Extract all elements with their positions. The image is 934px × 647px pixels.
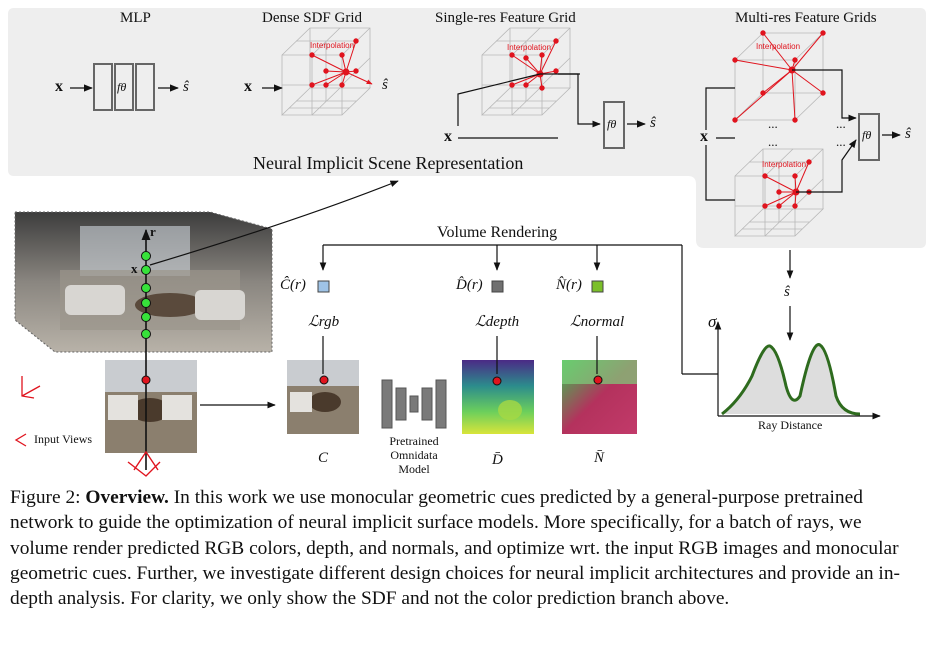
n-bar-label: N̄ xyxy=(594,450,605,466)
multi-input-x: x xyxy=(700,128,708,145)
single-interp-label: Interpolation xyxy=(507,43,552,52)
caption-prefix: Figure 2: xyxy=(10,487,86,508)
multi-ellipsis-4: ... xyxy=(836,134,846,149)
density-s-hat: ŝ xyxy=(784,284,790,300)
multi-res-interp-top xyxy=(732,30,826,123)
omnidata-line-3: Model xyxy=(398,462,430,476)
density-plot xyxy=(714,250,881,420)
omnidata-model xyxy=(381,379,447,429)
single-output-s: ŝ xyxy=(650,115,656,131)
c-label: C xyxy=(318,450,329,466)
multi-output-s: ŝ xyxy=(905,126,911,142)
multi-title: Multi-res Feature Grids xyxy=(735,10,877,26)
dense-sdf-interpolation xyxy=(309,38,373,88)
multi-ellipsis-2: ... xyxy=(836,116,846,131)
dense-title: Dense SDF Grid xyxy=(262,10,362,26)
single-title: Single-res Feature Grid xyxy=(435,10,576,26)
input-views-label: Input Views xyxy=(34,432,93,446)
d-hat-square xyxy=(491,280,504,293)
loss-rgb: ℒrgb xyxy=(308,314,340,330)
c-hat-label: Ĉ(r) xyxy=(280,277,306,293)
mlp-f-theta: fθ xyxy=(117,80,127,94)
mlp-diagram xyxy=(70,63,179,111)
density-xlabel: Ray Distance xyxy=(758,418,823,432)
multi-ellipsis-1: ... xyxy=(768,116,778,131)
mlp-output-s: ŝ xyxy=(183,79,189,95)
multi-res-mlp xyxy=(858,113,880,161)
d-bar-label: D̄ xyxy=(492,452,503,468)
single-res-mlp xyxy=(603,101,625,149)
volume-rendering-connectors xyxy=(319,244,718,375)
density-sigma: σ xyxy=(708,312,717,331)
dense-input-x: x xyxy=(244,78,252,95)
input-view-icons xyxy=(14,376,41,447)
figure-graphics xyxy=(8,8,926,477)
dense-output-s: ŝ xyxy=(382,77,388,93)
ray-label: r xyxy=(150,224,156,239)
caption-text: In this work we use monocular geometric … xyxy=(10,487,900,610)
loss-depth: ℒdepth xyxy=(475,314,520,330)
single-f-theta: fθ xyxy=(607,117,617,131)
multi-interp-bottom-label: Interpolation xyxy=(762,160,807,169)
mlp-input-x: x xyxy=(55,78,63,95)
multi-interp-top-label: Interpolation xyxy=(756,42,801,51)
omnidata-line-1: Pretrained xyxy=(389,434,439,448)
multi-ellipsis-3: ... xyxy=(768,134,778,149)
n-hat-square xyxy=(591,280,604,293)
omnidata-label: Pretrained Omnidata Model xyxy=(384,434,444,476)
input-image xyxy=(105,360,197,477)
figure-caption: Figure 2: Overview. In this work we use … xyxy=(10,485,924,611)
c-hat-square xyxy=(317,280,330,293)
d-hat-label: D̂(r) xyxy=(456,277,483,293)
single-res-connectors xyxy=(457,73,601,139)
panel-caption: Neural Implicit Scene Representation xyxy=(253,153,524,173)
omnidata-line-2: Omnidata xyxy=(390,448,438,462)
caption-bold: Overview. xyxy=(85,487,169,508)
n-hat-label: N̂(r) xyxy=(556,277,582,293)
dense-interp-label: Interpolation xyxy=(310,41,355,50)
mlp-title: MLP xyxy=(120,10,151,26)
point-label: x xyxy=(131,261,138,276)
single-input-x: x xyxy=(444,128,452,145)
normal-image xyxy=(562,360,637,434)
overview-figure: MLP Dense SDF Grid Single-res Feature Gr… xyxy=(8,8,926,477)
loss-normal: ℒnormal xyxy=(570,314,625,330)
representation-panel xyxy=(8,8,926,248)
volume-rendering-title: Volume Rendering xyxy=(437,224,558,241)
multi-res-connectors xyxy=(705,69,857,201)
multi-f-theta: fθ xyxy=(862,128,872,142)
depth-image xyxy=(462,360,534,434)
